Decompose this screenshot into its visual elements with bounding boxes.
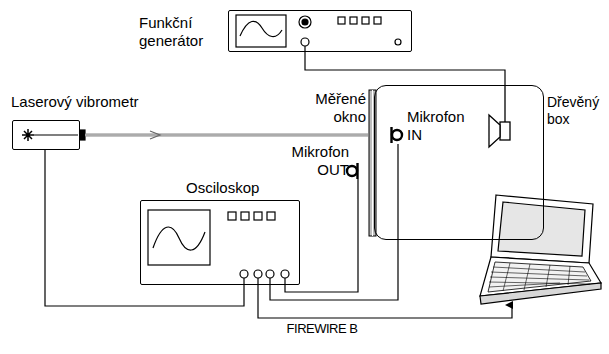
device-label: Laserový vibrometr [11, 93, 139, 111]
speaker-symbol [489, 85, 510, 147]
device-label: Osciloskop [186, 179, 259, 197]
device-label: Mikrofon OUT [285, 143, 366, 179]
device-label: Funkční generátor [139, 14, 223, 50]
beam-arrowhead [150, 131, 160, 139]
window-label: Měřené okno [294, 90, 366, 126]
laser-beam [85, 134, 368, 137]
signal-wire [285, 179, 358, 292]
laptop-drawing [480, 195, 601, 304]
microphone-in: Mikrofon IN [391, 108, 473, 144]
laser-vibrometer: Laserový vibrometr [12, 120, 80, 150]
oscilloscope: Osciloskop [140, 200, 300, 285]
generator-drawing [236, 15, 401, 52]
firewire-cable [258, 285, 512, 318]
signal-wire [305, 52, 505, 85]
device-label: Dřevěný box [547, 94, 605, 128]
wooden-box: Dřevěný boxMikrofon IN [374, 85, 544, 240]
microphone-out: Mikrofon OUT [285, 143, 366, 179]
cable-label: FIREWIRE B [262, 321, 382, 336]
signal-wire [45, 150, 244, 306]
oscilloscope-drawing [148, 210, 289, 285]
window-line [372, 90, 373, 236]
laser-beam-core [85, 135, 368, 136]
function-generator: Funkční generátor [228, 10, 412, 52]
vibrometer-drawing [22, 129, 85, 141]
device-label: Mikrofon IN [391, 108, 473, 144]
signal-wire [270, 144, 398, 300]
